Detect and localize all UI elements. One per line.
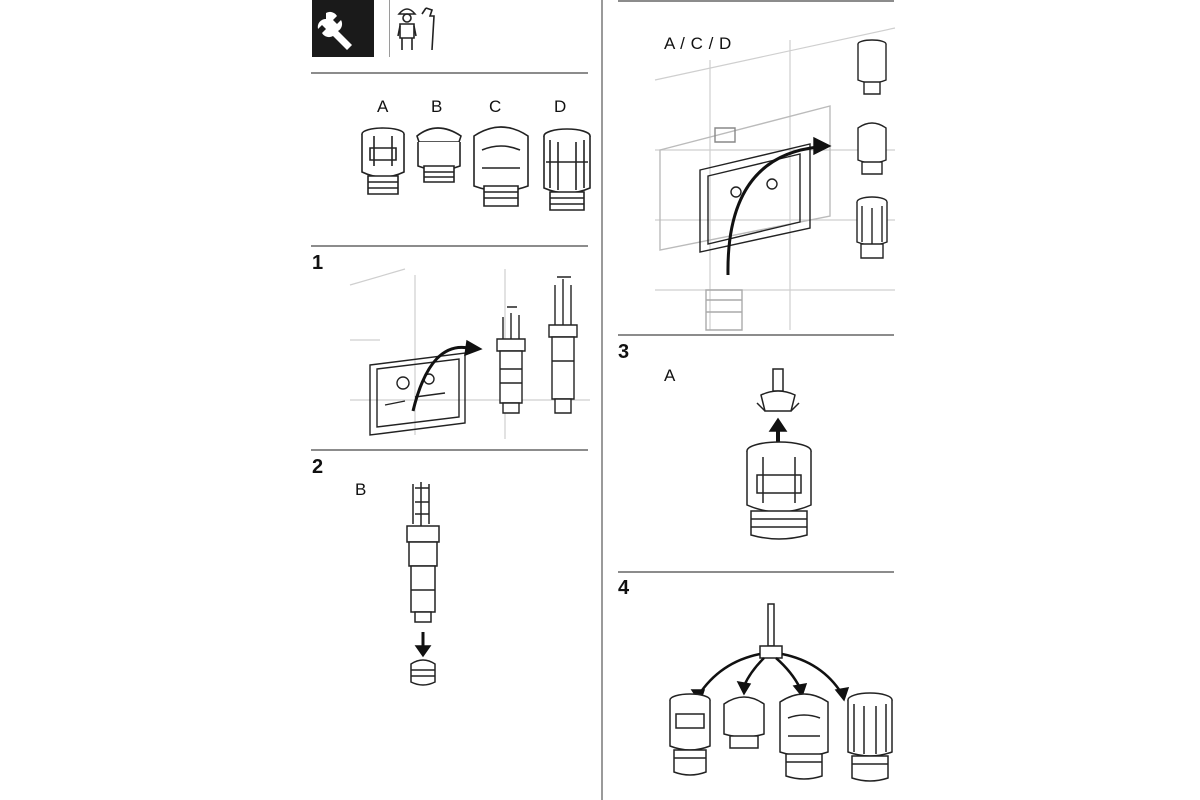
wrench-icon — [312, 0, 374, 57]
valve-cage-a — [361, 127, 405, 195]
step-4-cage-d — [847, 692, 893, 782]
drain-valve-cage-variants — [361, 126, 591, 211]
option-cage-d — [856, 196, 888, 259]
step-4-select-cage-illustration — [669, 603, 893, 782]
variant-label-b: B — [431, 97, 443, 116]
valve-cage-b — [416, 127, 462, 183]
option-cage-c — [857, 122, 887, 175]
step-2-number: 2 — [312, 456, 324, 478]
install-arrow — [726, 145, 819, 276]
insert-tool — [759, 603, 783, 659]
cage-insert — [756, 368, 800, 412]
valve-cage-c — [473, 126, 529, 207]
valve-cage-d — [543, 128, 591, 211]
step-3-number: 3 — [618, 341, 630, 363]
plumber-with-wrench-icon — [394, 2, 444, 54]
right-panel-variant-label: A / C / D — [664, 34, 732, 53]
variant-label-d: D — [554, 97, 567, 116]
variant-label-c: C — [489, 97, 502, 116]
step-1-number: 1 — [312, 252, 324, 274]
detached-cage-b — [410, 659, 436, 686]
step-4-cage-b — [723, 696, 765, 749]
wall-tiles — [349, 268, 590, 439]
variant-label-a: A — [377, 97, 389, 116]
cage-a-large — [746, 441, 812, 540]
step-1-removal-arrow — [411, 345, 474, 412]
selection-arrows — [696, 652, 844, 697]
step-3-variant-label: A — [664, 366, 676, 385]
step-2-variant-label: B — [355, 480, 367, 499]
install-cage-variants-illustration — [654, 27, 896, 331]
step-4-number: 4 — [618, 577, 630, 599]
step-3-remove-insert-illustration — [746, 368, 812, 540]
flush-valve-1 — [496, 306, 526, 414]
cistern-frame — [659, 105, 831, 253]
step-4-cage-a — [669, 693, 711, 776]
flush-valve-2 — [548, 276, 578, 414]
step-4-cage-c — [779, 693, 829, 780]
wall-tiles — [654, 27, 896, 330]
cage-in-wall — [705, 289, 743, 331]
service-opening-frame — [369, 352, 466, 436]
option-cage-a — [857, 39, 887, 95]
step-2-detach-cage-illustration — [406, 482, 440, 686]
step-1-remove-flush-valve-illustration — [349, 268, 590, 439]
